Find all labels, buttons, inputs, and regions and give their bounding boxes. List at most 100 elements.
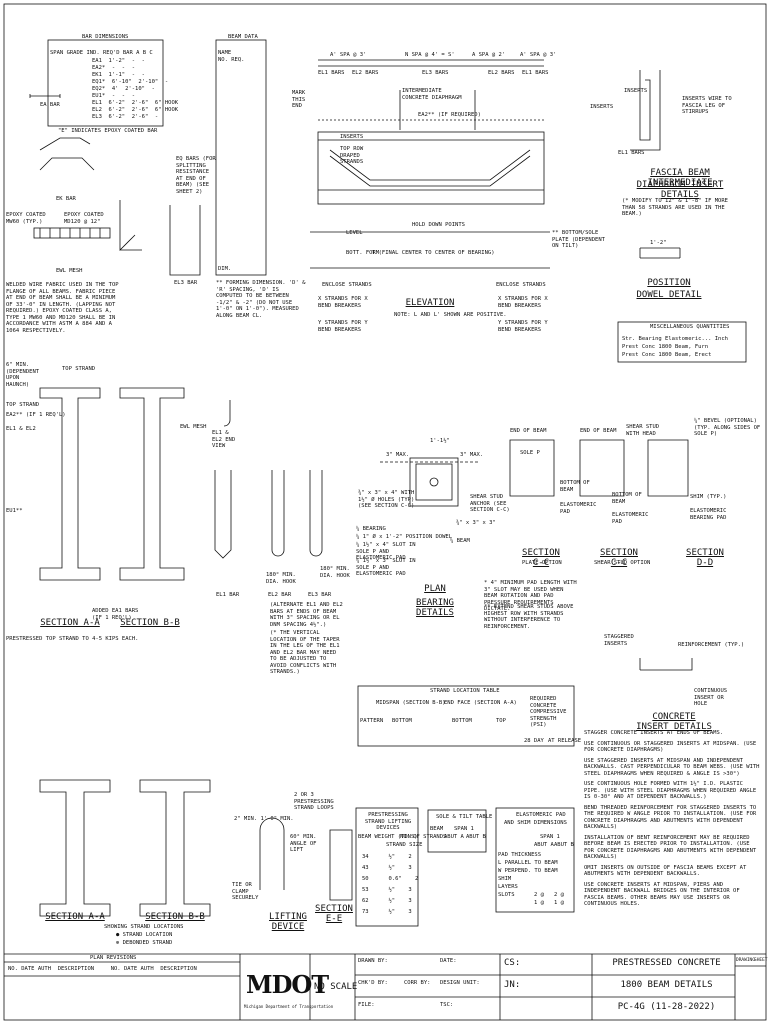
bar-mark: EL2 BARS — [352, 70, 379, 76]
misc-row: Prest Conc 1800 Beam, Erect — [622, 352, 712, 358]
date: DATE: — [440, 958, 457, 964]
elast-val: 1 @ — [534, 900, 544, 906]
bearing-title-2: BEARING DETAILS — [416, 598, 454, 618]
fascia-label: INSERTS — [590, 104, 614, 110]
dowel-dim: 1'-2" — [650, 240, 667, 246]
draped-strands — [329, 149, 531, 181]
strand-label: X STRANDS FOR X BEND BREAKERS — [498, 296, 548, 309]
mdot-logo: MDOT — [246, 970, 329, 999]
cc-title-1: SECTION C-C — [522, 548, 560, 568]
bearing-label: SHEAR STUD ANCHOR (SEE SECTION C-C) — [470, 494, 510, 513]
drawing-label: DRAWING — [736, 958, 755, 963]
strand-right: REQUIRED CONCRETE COMPRESSIVE STRENGTH (… — [530, 696, 567, 728]
lifting-loop — [259, 817, 285, 890]
section-a-note: PRESTRESSED TOP STRAND TO 4-5 KIPS EACH. — [6, 636, 139, 642]
sole-tilt-frame — [427, 809, 487, 853]
fascia-label: INSERTS WIRE TO FASCIA LEG OF STIRRUPS — [682, 96, 732, 115]
el1-label: EL1 BAR — [216, 592, 240, 598]
lifting-row: 50 0.6" 2 — [362, 876, 419, 882]
bearing-label: ¼ 1½" x 4" SLOT IN SOLE P AND ELASTOMERI… — [356, 542, 416, 561]
elast-val: 1 @ — [554, 900, 564, 906]
fascia-label: EL1 BARS — [618, 150, 645, 156]
elast-header: SPAN 1 — [540, 834, 560, 840]
beam-data-title: BEAM DATA — [228, 34, 258, 40]
showing-label: SHOWING STRAND LOCATIONS — [104, 924, 184, 930]
elast-row: LAYERS — [498, 884, 518, 890]
section-a-a-shape — [39, 387, 101, 581]
dd-title: SECTION D-D — [686, 548, 724, 568]
beam-data-col: DIM. — [218, 266, 232, 272]
cc-sub-1: PLATE OPTION — [522, 560, 562, 566]
diaphragm-label: INTERMEDIATE CONCRETE DIAPHRAGM — [402, 88, 462, 101]
enclose-label: ENCLOSE STRANDS — [322, 282, 372, 288]
chkd-by: CHK'D BY: — [358, 980, 388, 986]
lifting-header: STRAND SIZE — [386, 842, 423, 848]
inserts-label: INSERTS — [340, 134, 364, 140]
sole-tilt-title: SOLE & TILT TABLE — [436, 814, 493, 820]
bar-row: EA1 1'-2" - - — [92, 58, 145, 64]
strand-table-title: STRAND LOCATION TABLE — [430, 688, 500, 694]
insert-label: STAGGERED INSERTS — [604, 634, 634, 647]
strand-label: Y STRANDS FOR Y BEND BREAKERS — [318, 320, 368, 333]
cc-label: ELASTOMERIC PAD — [612, 512, 649, 525]
vert-note: (* THE VERTICAL LOCATION OF THE TAPER IN… — [270, 630, 340, 675]
lifting-header: NO. OF STRANDS — [400, 834, 447, 840]
legend: ● STRAND LOCATION — [116, 932, 173, 938]
misc-title: MISCELLANEOUS QUANTITIES — [650, 324, 730, 330]
bearing-label: ¼ BEARING — [356, 526, 386, 532]
el3-bar-drawing — [309, 470, 323, 557]
fascia-note: (* MODIFY TO 12" & 1'-8" IF MORE THAN 58… — [622, 198, 728, 217]
elast-header: ABUT A — [534, 842, 554, 848]
section-b-b-lower — [139, 779, 211, 917]
lifting-row: 43 ½" 3 — [362, 865, 412, 871]
cc-label: ELASTOMERIC PAD — [560, 502, 597, 515]
strand-left: PATTERN — [360, 718, 384, 724]
section-a2-title: SECTION A-A — [45, 912, 105, 922]
elast-title: AND SHIM DIMENSIONS — [504, 820, 567, 826]
elast-val: 2 @ — [554, 892, 564, 898]
bearing-label: ¼ 1½" x 3" SLOT IN SOLE P AND ELASTOMERI… — [356, 558, 416, 577]
cc-title-2: SECTION C-C — [600, 548, 638, 568]
insert-label: CONTINUOUS INSERT OR HOLE — [694, 688, 728, 707]
strand-sub: TOP — [496, 718, 506, 724]
span-label: N SPA @ 4' = S' — [405, 52, 455, 58]
bearing-label: ¾" x 3" x 4" WITH 1½" Ø HOLES (TYP) (SEE… — [358, 490, 415, 509]
cs: CS: — [504, 958, 521, 968]
elast-row: L PARALLEL TO BEAM — [498, 860, 558, 866]
lifting-row: 62 ½" 3 — [362, 898, 412, 904]
el3-bar-shape — [169, 205, 201, 276]
mark-end-label: MARK THIS END — [292, 90, 306, 109]
bearing-title-1: PLAN — [424, 584, 446, 594]
mdot-sub: Michigan Department of Transportation — [244, 1004, 334, 1009]
section-b-title: SECTION B-B — [120, 618, 180, 628]
lift-label: 2 OR 3 PRESTRESSING STRAND LOOPS — [294, 792, 334, 811]
bearing-plan-plate — [409, 457, 459, 507]
no-scale: NO SCALE — [314, 982, 358, 992]
bar-dimensions-title: BAR DIMENSIONS — [82, 34, 129, 40]
title-2: 1800 BEAM DETAILS — [620, 980, 713, 990]
dd-label: SHIM (TYP.) — [690, 494, 727, 500]
eq-bars-label: EQ BARS (FOR SPLITTING RESISTANCE AT END… — [176, 156, 216, 195]
revisions-title: PLAN REVISIONS — [90, 955, 137, 961]
cc-label: BOTTOM OF BEAM — [560, 480, 590, 493]
lifting-row: 73 ½" 3 — [362, 909, 412, 915]
elevation-beam — [317, 131, 545, 205]
elast-title: ELASTOMERIC PAD — [516, 812, 566, 818]
strand-right: 28 DAY — [524, 738, 544, 744]
bar-mark: EL1 BARS — [318, 70, 345, 76]
beam-data-table-frame — [215, 39, 267, 276]
bar-mark: EL2 BARS — [488, 70, 515, 76]
section-cc-plate — [509, 439, 555, 497]
ewl-mesh-shape — [33, 227, 111, 239]
fascia-shape — [639, 70, 651, 141]
bar-row: EL2 6'-2" 2'-6" 6" HOOK — [92, 107, 179, 113]
elastomeric-frame — [495, 807, 575, 913]
ea2-label: EA2** (IF REQUIRED) — [418, 112, 481, 118]
lift-label: TIE OR CLAMP SECURELY — [232, 882, 259, 901]
section-a-a-lower — [39, 779, 111, 917]
strand-label: X STRANDS FOR X BEND BREAKERS — [318, 296, 368, 309]
elast-row: SHIM — [498, 876, 512, 882]
bar-row: EL3 6'-2" 2'-6" - — [92, 114, 159, 120]
mesh-note: WELDED WIRE FABRIC USED IN THE TOP FLANG… — [6, 282, 119, 334]
